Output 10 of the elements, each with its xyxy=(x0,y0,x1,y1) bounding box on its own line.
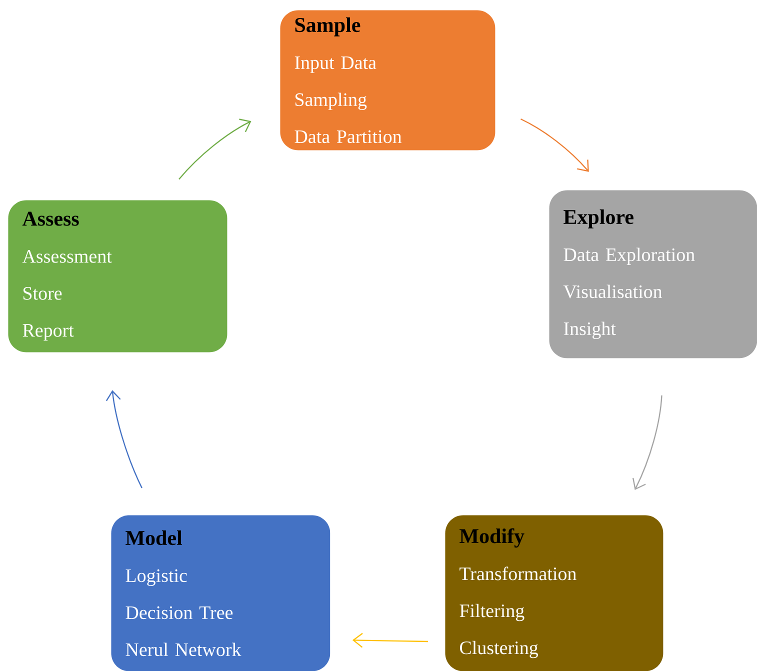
arrow xyxy=(520,118,589,172)
stage-box: Modify Transformation Filtering Clustering xyxy=(445,515,664,671)
stage-box: Explore Data Exploration Visualisation Insight xyxy=(549,190,757,358)
stage-box: Sample Input Data Sampling Data Partition xyxy=(280,10,496,150)
arrow xyxy=(632,395,662,490)
stage-box: Assess Assessment Store Report xyxy=(8,200,228,352)
arrow xyxy=(352,632,428,648)
arrow xyxy=(178,118,252,180)
stage-box: Model Logistic Decision Tree Nerul Network xyxy=(111,515,330,671)
arrow xyxy=(106,390,142,488)
